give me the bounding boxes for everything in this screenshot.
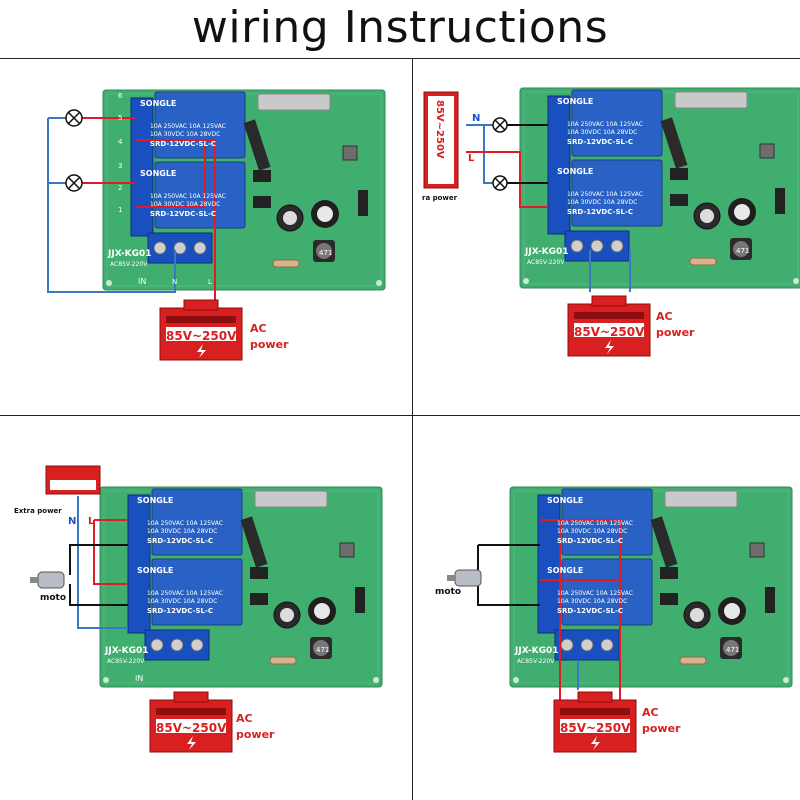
board-voltage: AC85V-220V	[527, 259, 565, 266]
ac-label: AC	[236, 712, 253, 725]
relay-spec-1: 10A 250VAC 10A 125VAC	[567, 191, 643, 198]
extra-voltage-label: 85V~250V	[50, 470, 98, 479]
inductor-label: 471	[319, 249, 332, 257]
relay-spec-1: 10A 250VAC 10A 125VAC	[557, 590, 633, 597]
relay-spec-2: 10A 30VDC 10A 28VDC	[147, 598, 217, 605]
relay-spec-2: 10A 30VDC 10A 28VDC	[557, 598, 627, 605]
board-labels-bl: SONGLE 10A 250VAC 10A 125VAC 10A 30VDC 1…	[104, 496, 329, 683]
relay-model: SRD-12VDC-SL-C	[557, 607, 623, 615]
board-labels-tl: SONGLE 10A 250VAC 10A 125VAC 10A 30VDC 1…	[107, 92, 332, 286]
board-voltage: AC85V-220V	[107, 658, 145, 665]
inductor-label: 471	[316, 646, 329, 654]
labels-tl: 85V~250V AC power	[166, 322, 289, 351]
n-terminal-label: N	[172, 278, 177, 286]
relay-spec-1: 10A 250VAC 10A 125VAC	[147, 590, 223, 597]
ac-voltage-label: 85V~250V	[574, 325, 645, 339]
terminal-number: 3	[118, 162, 122, 170]
panel-bottom-right	[447, 486, 793, 753]
board-labels-tr: SONGLE 10A 250VAC 10A 125VAC 10A 30VDC 1…	[524, 97, 749, 266]
relay-spec-2: 10A 30VDC 10A 28VDC	[567, 199, 637, 206]
relay-model: SRD-12VDC-SL-C	[147, 607, 213, 615]
inductor-label: 471	[736, 247, 749, 255]
l-label: L	[88, 516, 95, 527]
middle-divider	[0, 415, 800, 416]
relay-spec-2: 10A 30VDC 10A 28VDC	[557, 528, 627, 535]
relay-model: SRD-12VDC-SL-C	[147, 537, 213, 545]
ac-voltage-label: 85V~250V	[166, 329, 237, 343]
n-label: N	[68, 516, 76, 527]
relay-spec-1: 10A 250VAC 10A 125VAC	[150, 193, 226, 200]
relay-model: SRD-12VDC-SL-C	[557, 537, 623, 545]
relay-spec-2: 10A 30VDC 10A 28VDC	[150, 201, 220, 208]
ac-label: AC	[642, 706, 659, 719]
motor-icon	[30, 571, 65, 589]
labels-tr: 85V~250V ra power N L 85V~250V AC power	[422, 100, 695, 339]
labels-bl: 85V~250V Extra power N L moto 85V~250V A…	[14, 470, 275, 741]
power-label: power	[656, 326, 695, 339]
power-label: power	[642, 722, 681, 735]
relay-spec-1: 10A 250VAC 10A 125VAC	[567, 121, 643, 128]
board-model: JJX-KG01	[514, 646, 559, 656]
power-label: power	[250, 338, 289, 351]
page-title: wiring Instructions	[191, 2, 609, 53]
l-label: L	[468, 153, 475, 164]
extra-power-caption: Extra power	[14, 507, 62, 515]
n-label: N	[472, 113, 480, 124]
in-label: IN	[135, 674, 143, 683]
relay-spec-1: 10A 250VAC 10A 125VAC	[557, 520, 633, 527]
board-model: JJX-KG01	[524, 247, 569, 257]
relay-brand: SONGLE	[547, 496, 583, 505]
panel-top-left	[47, 89, 386, 361]
terminal-number: 6	[118, 92, 123, 100]
terminal-number: 5	[118, 114, 122, 122]
terminal-number: 1	[118, 206, 122, 214]
board-labels-br: SONGLE 10A 250VAC 10A 125VAC 10A 30VDC 1…	[514, 496, 739, 665]
ac-voltage-label: 85V~250V	[560, 721, 631, 735]
relay-spec-1: 10A 250VAC 10A 125VAC	[150, 123, 226, 130]
board-model: JJX-KG01	[107, 249, 152, 259]
in-label: IN	[138, 277, 146, 286]
relay-spec-2: 10A 30VDC 10A 28VDC	[147, 528, 217, 535]
relay-brand: SONGLE	[557, 167, 593, 176]
relay-brand: SONGLE	[557, 97, 593, 106]
relay-model: SRD-12VDC-SL-C	[150, 210, 216, 218]
ac-label: AC	[250, 322, 267, 335]
relay-model: SRD-12VDC-SL-C	[567, 138, 633, 146]
l-terminal-label: L	[208, 278, 212, 286]
top-divider	[0, 58, 800, 59]
panel-bottom-left	[30, 465, 383, 753]
relay-brand: SONGLE	[140, 169, 176, 178]
relay-brand: SONGLE	[547, 566, 583, 575]
extra-voltage-label: 85V~250V	[434, 100, 445, 159]
board-model: JJX-KG01	[104, 646, 149, 656]
board-voltage: AC85V-220V	[110, 261, 148, 268]
extra-power-caption: ra power	[422, 194, 458, 202]
terminal-number: 4	[118, 138, 123, 146]
board-voltage: AC85V-220V	[517, 658, 555, 665]
relay-spec-1: 10A 250VAC 10A 125VAC	[147, 520, 223, 527]
panel-top-right	[423, 87, 800, 357]
relay-model: SRD-12VDC-SL-C	[150, 140, 216, 148]
relay-model: SRD-12VDC-SL-C	[567, 208, 633, 216]
motor-label: moto	[435, 587, 461, 597]
wires-tl	[47, 117, 216, 360]
ac-voltage-label: 85V~250V	[156, 721, 227, 735]
motor-icon	[447, 569, 482, 587]
ac-label: AC	[656, 310, 673, 323]
relay-brand: SONGLE	[140, 99, 176, 108]
terminal-number: 2	[118, 184, 122, 192]
relay-brand: SONGLE	[137, 496, 173, 505]
vertical-divider	[412, 59, 413, 800]
motor-label: moto	[40, 593, 66, 603]
relay-spec-2: 10A 30VDC 10A 28VDC	[150, 131, 220, 138]
inductor-label: 471	[726, 646, 739, 654]
labels-br: moto 85V~250V AC power	[435, 587, 681, 735]
power-label: power	[236, 728, 275, 741]
relay-spec-2: 10A 30VDC 10A 28VDC	[567, 129, 637, 136]
relay-brand: SONGLE	[137, 566, 173, 575]
